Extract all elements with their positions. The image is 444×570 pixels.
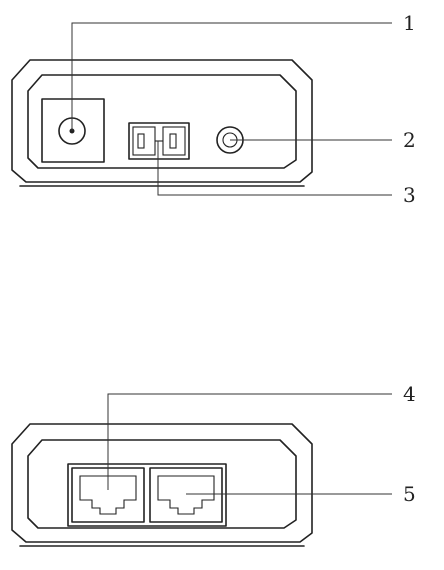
bottom-housing-inner: [27, 439, 297, 529]
callout-1: 1: [403, 11, 416, 35]
callout-5: 5: [403, 482, 416, 506]
leader-line-4: [107, 393, 392, 490]
callout-4: 4: [403, 382, 416, 406]
ethernet-port-2: [149, 467, 223, 523]
callout-2: 2: [403, 128, 416, 152]
leader-lines: [71, 22, 392, 495]
leader-line-1: [71, 22, 392, 131]
top-housing-inner: [27, 74, 297, 169]
ethernet-port-block: [67, 463, 227, 527]
bottom-device-panel: [11, 423, 313, 547]
fiber-duplex-port: [128, 122, 190, 160]
bottom-housing-outer: [11, 423, 313, 543]
callout-3: 3: [403, 183, 416, 207]
leader-line-3: [157, 141, 392, 196]
power-jack-housing: [41, 98, 105, 163]
callout-numbers: 1 2 3 4 5: [403, 11, 416, 506]
top-device-panel: [11, 59, 313, 187]
top-housing-outer: [11, 59, 313, 183]
